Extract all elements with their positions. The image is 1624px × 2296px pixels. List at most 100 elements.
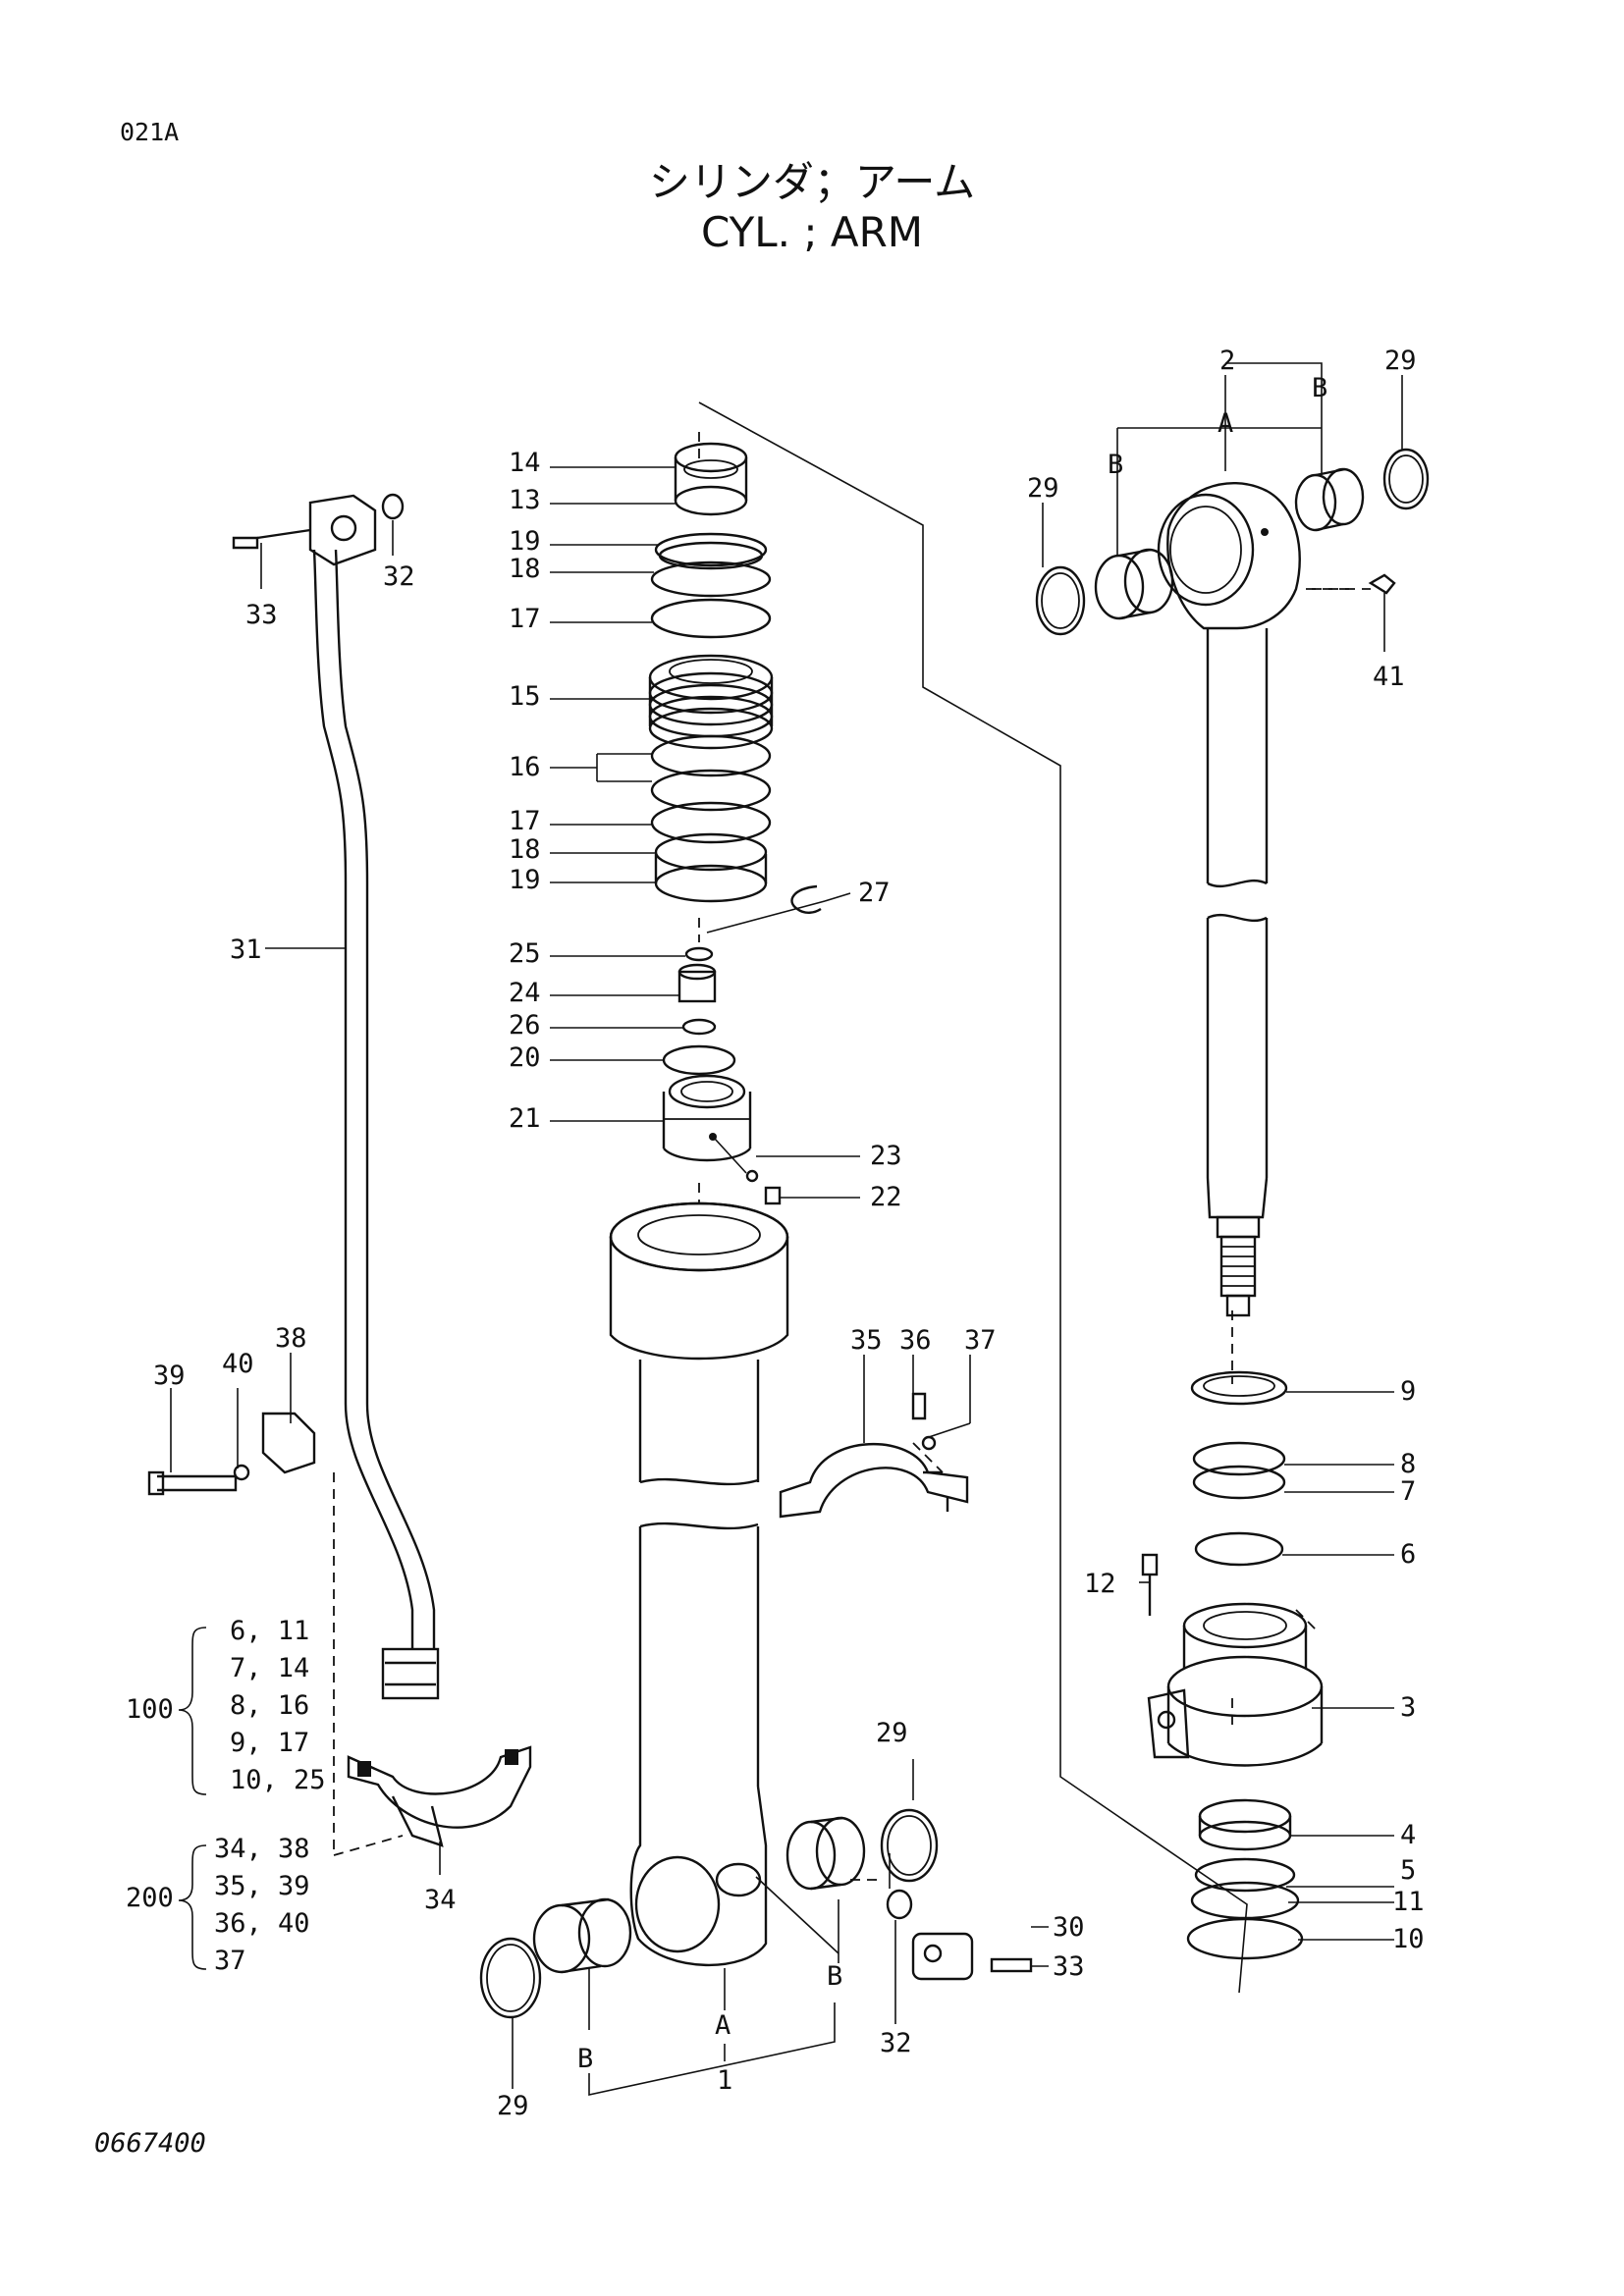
cylinder-head [1147,1602,1324,1767]
kit-200-item: 34, 38 [214,1834,310,1864]
callout-29-top-left: 29 [1027,473,1059,504]
callout-15: 15 [509,681,541,712]
kit-100-item: 7, 14 [230,1653,310,1683]
kit-200-item: 36, 40 [214,1908,310,1939]
cushion-bearing [662,1074,752,1162]
ref-letter-top-b-right: B [1312,373,1327,403]
callout-24: 24 [509,978,541,1008]
callout-36: 36 [899,1325,932,1356]
ref-letter-bottom-b-left: B [577,2044,593,2074]
callout-40: 40 [222,1349,254,1379]
callout-6: 6 [1400,1539,1416,1570]
callout-18-upper: 18 [509,554,541,584]
kit-100-number: 100 [126,1694,174,1725]
callout-13: 13 [509,485,541,515]
page-code: 021A [120,118,180,146]
callout-18-lower: 18 [509,834,541,865]
rod-eye-bushing-left [1035,548,1174,636]
piston-rings-lower [650,734,772,903]
callout-9: 9 [1400,1376,1416,1407]
kit-braces [178,1627,207,1970]
callout-29-bottom-left: 29 [497,2091,529,2121]
ref-letter-bottom-a: A [715,2010,731,2041]
callout-4: 4 [1400,1820,1416,1850]
rod-eye-bushing-right [1294,448,1430,532]
callout-2: 2 [1219,346,1235,376]
callout-35: 35 [850,1325,883,1356]
callout-8: 8 [1400,1449,1416,1479]
cylinder-tube [609,1201,789,1967]
callout-33-upper: 33 [245,600,278,630]
callout-1: 1 [717,2065,732,2096]
pipe-clamp-lower [347,1745,532,1847]
callout-12: 12 [1084,1569,1116,1599]
callout-17-upper: 17 [509,604,541,634]
callout-10: 10 [1392,1924,1425,1954]
kit-100-item: 6, 11 [230,1616,310,1646]
callout-32-lower: 32 [880,2028,912,2058]
callout-labels: 14 13 19 18 17 15 16 17 18 19 27 25 24 2… [153,346,1425,2121]
pipe-upper-fitting [232,493,405,566]
callout-22: 22 [870,1182,902,1212]
small-seal-stack [662,946,736,1076]
kit-100-item: 9, 17 [230,1728,310,1758]
kit-100-item: 8, 16 [230,1690,310,1721]
callout-16: 16 [509,752,541,782]
rod-seals [1190,1370,1288,1567]
callout-5: 5 [1400,1855,1416,1886]
kit-200-item: 35, 39 [214,1871,310,1901]
head-socket-bolt [1141,1553,1159,1616]
callout-32-upper: 32 [383,561,415,592]
drawing-number: 0667400 [94,2128,206,2159]
callout-29-bottom-right: 29 [876,1718,908,1748]
grease-fitting [1312,573,1396,595]
callout-33-lower: 33 [1053,1951,1085,1982]
piston-rod [1206,628,1269,1317]
page-title-english: CYL. ; ARM [701,208,923,256]
ref-letter-bottom-b-right: B [827,1961,842,1992]
callout-31: 31 [230,934,262,965]
piston [648,654,774,750]
callout-30: 30 [1053,1912,1085,1943]
callout-19-upper: 19 [509,526,541,557]
piston-nut [674,442,748,516]
page-title-japanese: シリンダ；アーム [648,158,976,206]
callout-20: 20 [509,1042,541,1073]
kit-100-item: 10, 25 [230,1765,326,1795]
cylinder-flange [609,1201,789,1272]
callout-3: 3 [1400,1692,1416,1723]
callout-17-lower: 17 [509,806,541,836]
tube-bushing-right [785,1808,939,1891]
callout-11: 11 [1392,1887,1425,1917]
clamp-bolt [911,1392,937,1451]
callout-21: 21 [509,1103,541,1134]
callout-39: 39 [153,1361,186,1391]
piston-seal-rings-upper [650,532,772,639]
leader-lines [170,362,1403,2096]
clamp-block [147,1412,316,1496]
reference-lines [698,401,1248,1994]
callout-7: 7 [1400,1476,1416,1507]
callout-14: 14 [509,448,541,478]
callout-34: 34 [424,1885,457,1915]
callout-37: 37 [964,1325,997,1356]
set-screw-and-ball [714,1138,782,1205]
callout-19-lower: 19 [509,865,541,895]
rod-eye [1157,481,1301,630]
tube-elbow-fitting [886,1889,1033,1981]
callout-29-top-right: 29 [1384,346,1417,376]
pipe-clamp-upper [779,1443,969,1519]
callout-23: 23 [870,1141,902,1171]
dashed-connections [333,588,1355,1881]
callout-26: 26 [509,1010,541,1041]
kit-200-item: 37 [214,1946,246,1976]
tube-bushing-left [479,1897,632,2019]
hydraulic-pipe [312,549,440,1700]
callout-25: 25 [509,938,541,969]
callout-41: 41 [1373,662,1405,692]
ref-letter-top-b-left: B [1108,450,1123,480]
callout-27: 27 [858,878,891,908]
kit-200-number: 200 [126,1883,174,1913]
ref-letter-top-a: A [1218,408,1233,439]
